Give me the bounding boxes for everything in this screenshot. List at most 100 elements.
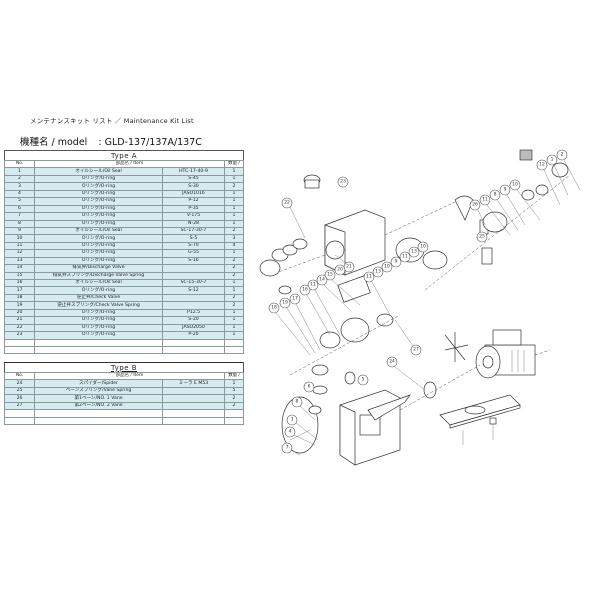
header-no: No. xyxy=(4,159,35,169)
cell-code xyxy=(162,301,225,310)
cell-item: 逆止弁/Check Valve xyxy=(34,293,163,303)
callout-1: 1 xyxy=(546,154,569,196)
cell-qty: 2 xyxy=(223,301,245,310)
cell-code: P-20 xyxy=(162,331,225,340)
svg-text:16: 16 xyxy=(302,287,308,293)
svg-text:8: 8 xyxy=(494,192,497,198)
cell-no: 14 xyxy=(4,264,35,273)
svg-text:26: 26 xyxy=(472,202,478,208)
model-value: : GLD-137/137A/137C xyxy=(98,137,202,148)
cell-code xyxy=(162,401,225,411)
svg-text:9: 9 xyxy=(395,259,398,265)
cell-item: Oリング/O-ring xyxy=(34,323,163,333)
cell-code: G-55 xyxy=(162,249,225,258)
cell-no: 22 xyxy=(4,323,35,333)
cell-item: Oリング/O-ring xyxy=(34,308,163,318)
callout-7: 7 xyxy=(281,442,301,456)
header-no: No. xyxy=(4,371,35,381)
cell-item: Oリング/O-ring xyxy=(34,241,163,251)
cell-item: 第2ベーン/NO. 2 Vane xyxy=(34,401,163,411)
callout-12: 12 xyxy=(536,159,561,206)
svg-text:14: 14 xyxy=(319,277,325,283)
cell-code: P-12 xyxy=(162,197,225,206)
svg-text:11: 11 xyxy=(402,254,408,260)
cell-code: SC-17-30-7 xyxy=(162,226,225,236)
callout-6: 6 xyxy=(303,381,315,393)
cell-no: 3 xyxy=(4,182,35,191)
callout-16: 16 xyxy=(299,284,331,336)
cell-qty: 1 xyxy=(223,286,245,295)
cell-no: 27 xyxy=(4,401,35,411)
header-qty: 数量 / xyxy=(223,159,245,169)
cell-code xyxy=(162,293,225,303)
callout-22: 22 xyxy=(281,197,306,239)
cell-qty: 1 xyxy=(223,167,245,176)
callout-20: 20 xyxy=(334,264,346,276)
cell-code: V-175 xyxy=(162,212,225,221)
svg-text:10: 10 xyxy=(384,264,390,270)
model-heading: 機種名 / model : GLD-137/137A/137C xyxy=(20,134,202,148)
type-b-title: Type B xyxy=(3,362,245,373)
callout-9a: 9 xyxy=(390,256,402,268)
cell-item: Oリング/O-ring xyxy=(34,182,163,191)
cell-code: P12.5 xyxy=(162,308,225,318)
svg-text:25: 25 xyxy=(479,234,485,240)
cell-no: 4 xyxy=(4,189,35,199)
svg-text:20: 20 xyxy=(337,267,343,273)
motor-drawing xyxy=(399,329,551,411)
callout-21: 21 xyxy=(334,254,355,273)
cell-item: Oリング/O-ring xyxy=(34,331,163,340)
cell-qty: 2 xyxy=(223,401,245,411)
cell-qty: 2 xyxy=(223,264,245,273)
cell-qty: 1 xyxy=(223,316,245,325)
cell-code: JASO2050 xyxy=(162,323,225,333)
svg-text:6: 6 xyxy=(308,384,311,390)
cell-code: HTC-17-40-9 xyxy=(162,167,225,176)
cell-item: Oリング/O-ring xyxy=(34,189,163,199)
svg-text:27: 27 xyxy=(413,347,419,353)
empty-row xyxy=(4,409,245,418)
svg-text:7: 7 xyxy=(286,445,289,451)
callout-11d: 11 xyxy=(479,194,511,236)
callout-9b: 9 xyxy=(499,184,526,226)
svg-text:11: 11 xyxy=(366,274,372,280)
cell-qty: 1 xyxy=(223,219,245,228)
cell-qty: 2 xyxy=(223,256,245,266)
cell-qty: 1 xyxy=(223,174,245,184)
callout-11c: 11 xyxy=(399,251,411,263)
cell-no: 19 xyxy=(4,301,35,310)
svg-text:13: 13 xyxy=(411,249,417,255)
svg-text:12: 12 xyxy=(539,162,545,168)
cell-no: 26 xyxy=(4,394,35,403)
svg-text:24: 24 xyxy=(389,359,395,365)
model-label: 機種名 / model xyxy=(20,137,88,148)
svg-text:5: 5 xyxy=(362,377,365,383)
svg-text:11: 11 xyxy=(482,197,488,203)
cell-no: 23 xyxy=(4,331,35,340)
callout-11a: 11 xyxy=(307,279,341,336)
cell-no: 25 xyxy=(4,386,35,396)
cell-code xyxy=(162,264,225,273)
cell-no: 11 xyxy=(4,241,35,251)
gear-case-drawing xyxy=(281,364,411,466)
cell-no: 8 xyxy=(4,219,35,228)
cell-qty: 2 xyxy=(223,226,245,236)
callout-10b: 10 xyxy=(417,241,429,253)
cell-no: 9 xyxy=(4,226,35,236)
cell-item: Oリング/O-ring xyxy=(34,286,163,295)
cell-item: Oリング/O-ring xyxy=(34,249,163,258)
callout-5: 5 xyxy=(357,374,369,386)
svg-text:15: 15 xyxy=(327,272,333,278)
cell-qty: 1 xyxy=(223,278,245,288)
